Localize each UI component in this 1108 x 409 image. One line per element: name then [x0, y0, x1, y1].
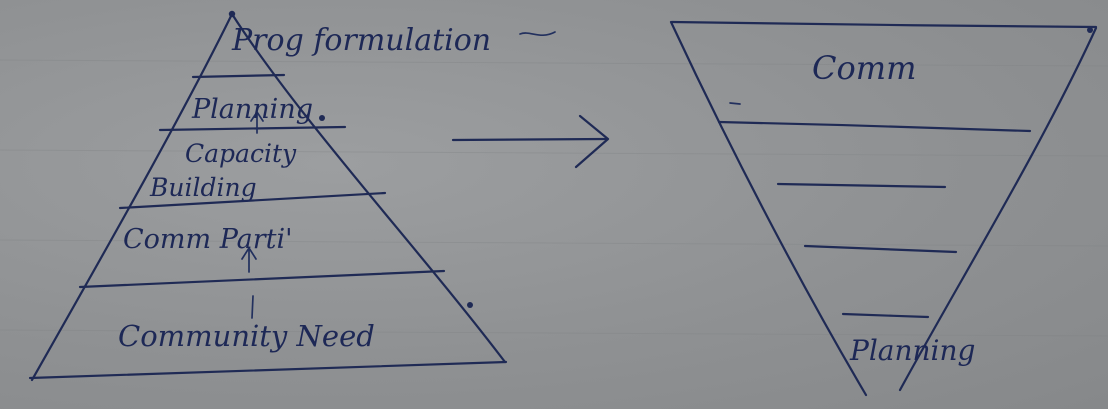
pyramid-divider-1 [191, 73, 286, 79]
edge-dot [319, 115, 325, 121]
inverted-divider-2 [776, 182, 947, 189]
up-arrow-icon [250, 110, 264, 134]
label-community-need: Community Need [118, 319, 375, 353]
corner-dot [1087, 27, 1093, 33]
label-planning-bottom: Planning [849, 334, 975, 367]
inverted-pyramid: Comm Planning [669, 20, 1098, 397]
label-capacity: Capacity [185, 139, 297, 168]
pyramid-right-edge [230, 12, 507, 364]
inverted-divider-tick [729, 102, 741, 105]
label-building: Building [149, 173, 257, 202]
edge-dot [467, 302, 473, 308]
paper-ruling [0, 59, 1108, 337]
inverted-pyramid-top-line [670, 20, 1098, 29]
inverted-divider-3 [803, 244, 958, 254]
inverted-pyramid-right-edge [898, 26, 1098, 392]
label-comm: Comm [812, 49, 916, 87]
right-arrow-icon [451, 114, 610, 169]
label-planning: Planning [191, 94, 313, 125]
inverted-divider-1 [717, 120, 1032, 133]
label-underline-squiggle [519, 31, 556, 36]
pyramid-divider-2 [158, 125, 347, 132]
label-comm-parti: Comm Parti' [123, 224, 293, 255]
inverted-pyramid-left-edge [669, 20, 868, 397]
apex-dot [228, 10, 236, 18]
pyramid-divider-4 [78, 269, 446, 289]
pyramid: Prog formulation Planning Capacity Build… [28, 10, 556, 382]
inverted-divider-4 [841, 312, 930, 319]
pyramid-divider-3 [118, 191, 387, 210]
label-prog-formulation: Prog formulation [231, 23, 491, 58]
pyramid-base-line [28, 360, 508, 380]
up-arrow-icon [241, 246, 257, 273]
stroke-mark [251, 295, 254, 319]
pyramid-left-edge [30, 12, 234, 382]
